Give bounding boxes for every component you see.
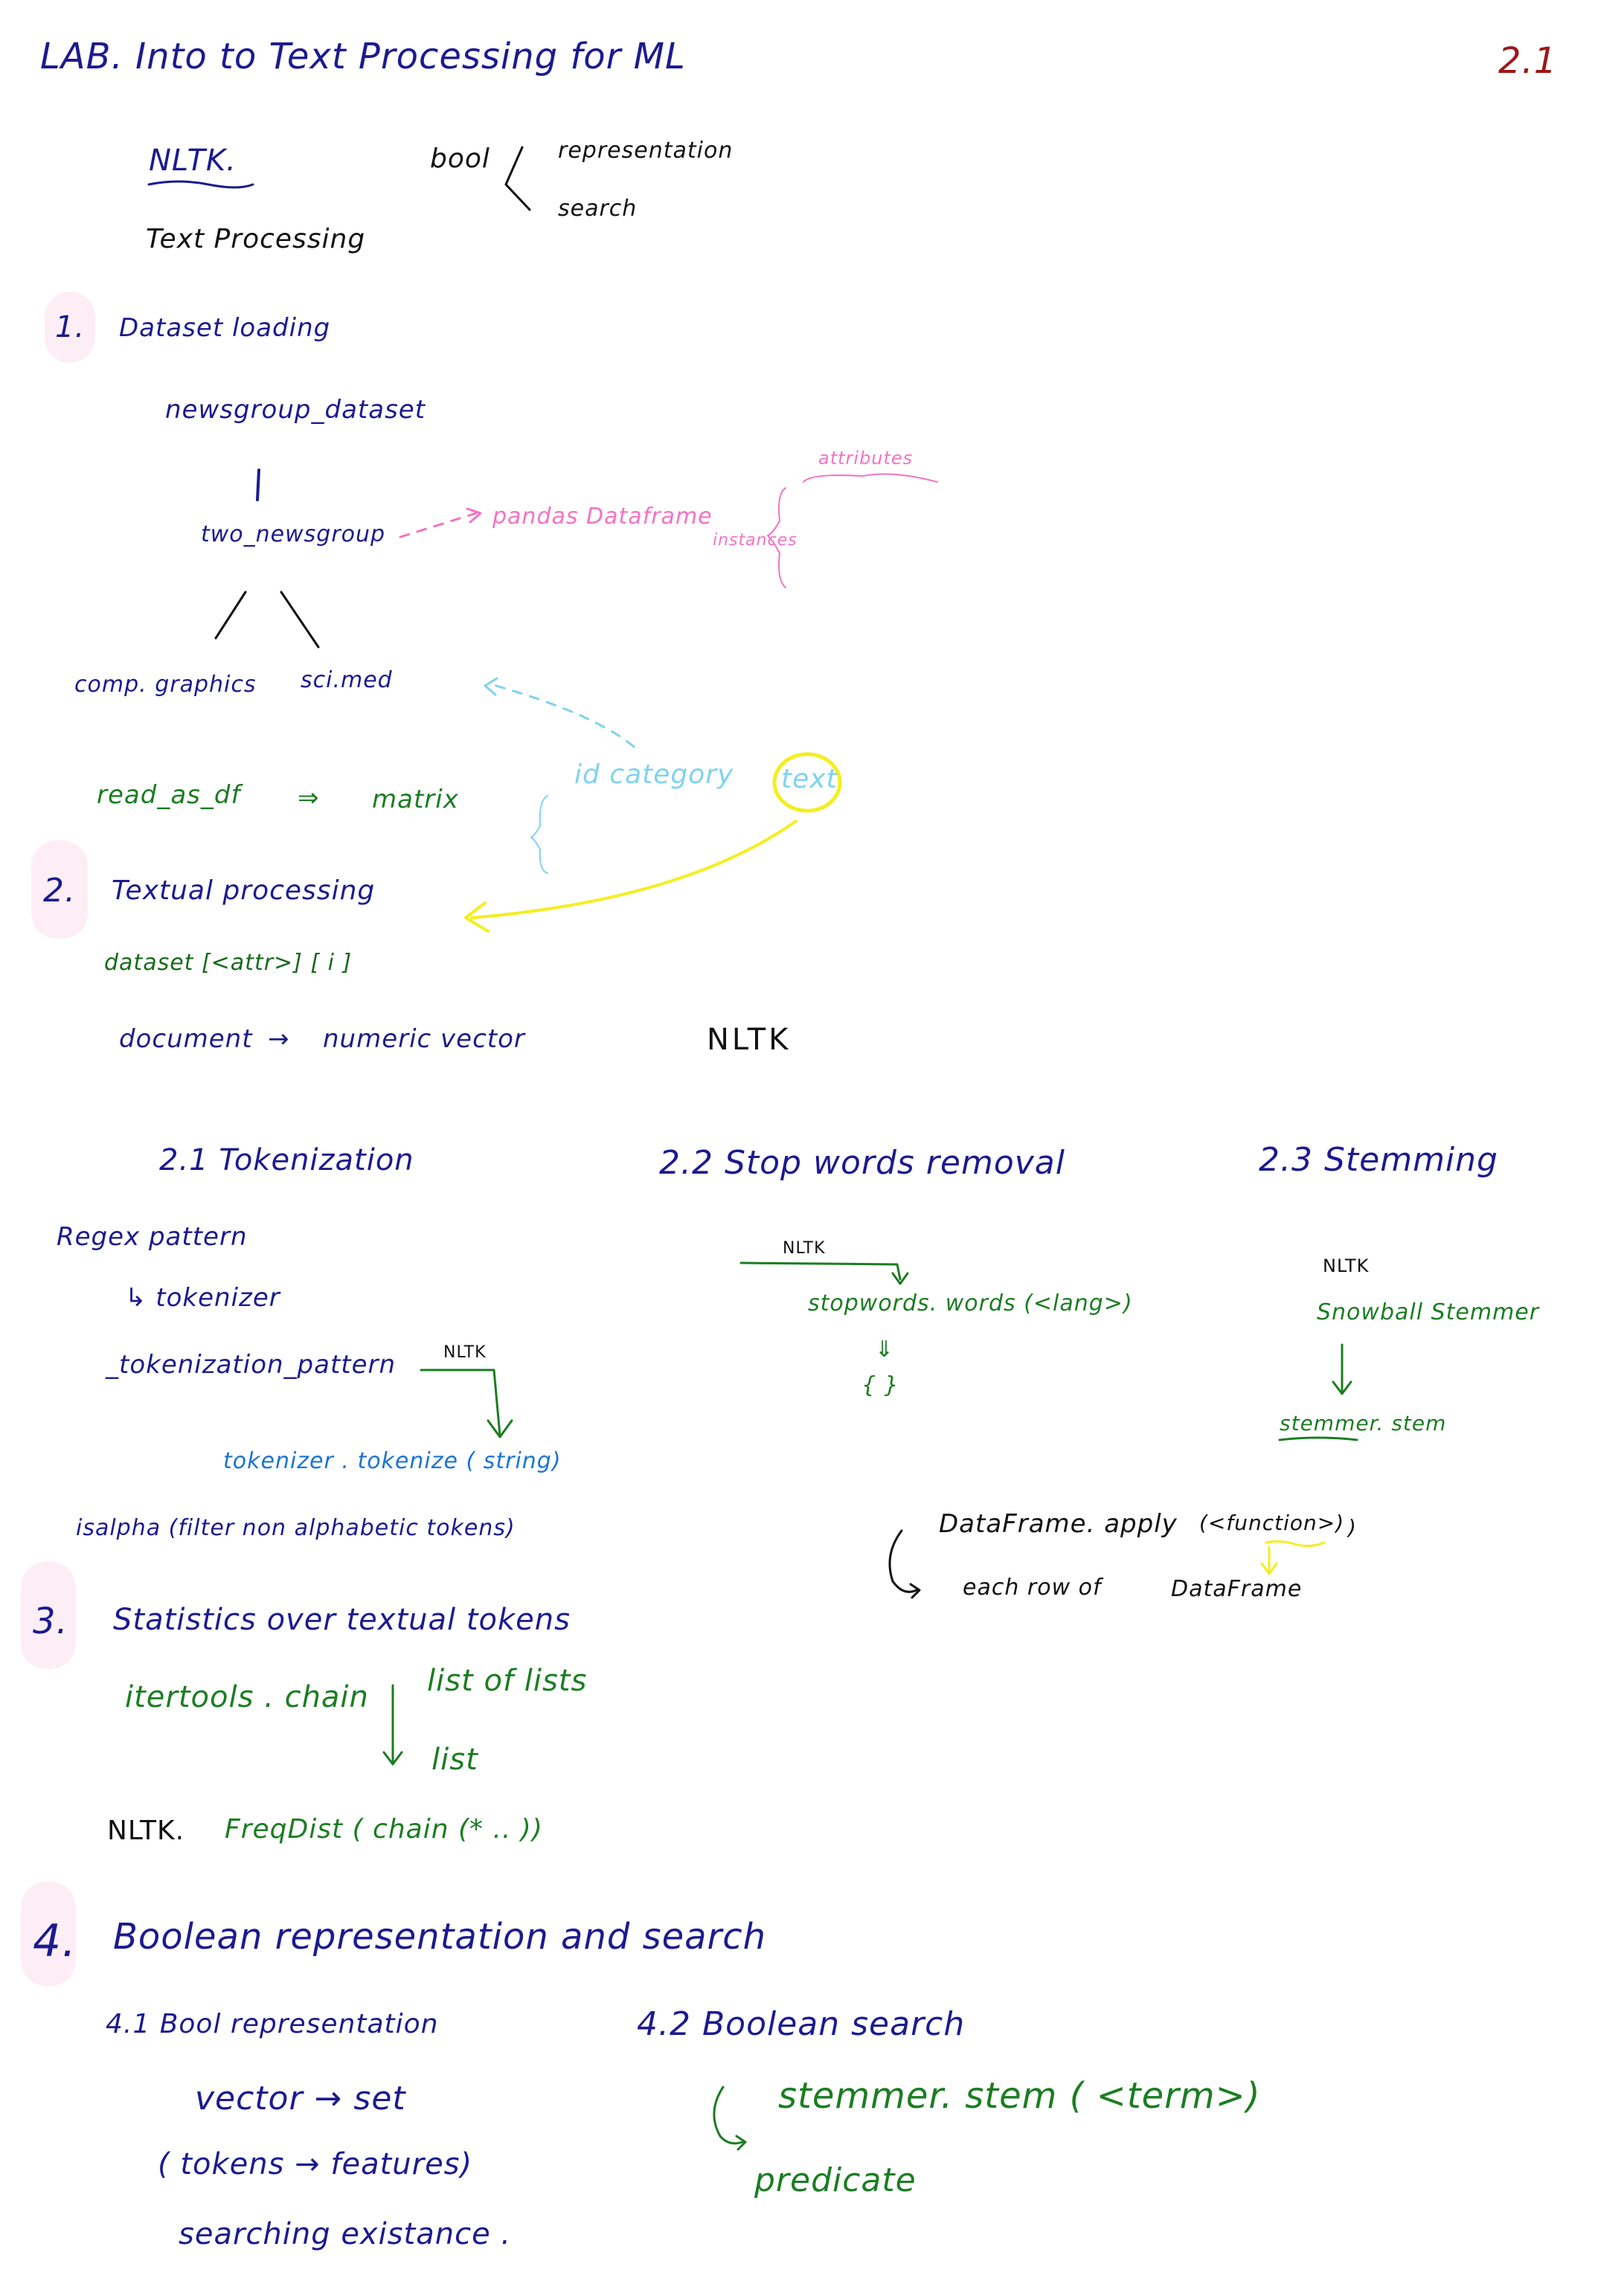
searching-existance: searching existance .: [179, 2217, 512, 2251]
category-arrowhead: [484, 677, 498, 696]
tokenization-pattern: _tokenization_pattern: [106, 1350, 397, 1380]
section-3-badge: [21, 1562, 76, 1669]
section-1-badge: [45, 292, 95, 363]
tree-left-branch: [214, 591, 247, 640]
stopwords-set: { }: [861, 1372, 899, 1398]
section-4-title: Boolean representation and search: [113, 1916, 767, 1958]
stopwords-nltk: NLTK: [783, 1239, 826, 1258]
intro-bool: bool: [430, 144, 490, 174]
nltk-to-tokenize-arrow: [420, 1369, 501, 1437]
tokens-to-features: ( tokens → features): [158, 2147, 473, 2181]
instances-label: instances: [713, 531, 797, 550]
text-to-processing-arrow: [470, 820, 797, 919]
stem-underline: [1278, 1436, 1358, 1441]
stopwords-arrow: ⇓: [875, 1337, 895, 1363]
section-3-title: Statistics over textual tokens: [113, 1603, 571, 1637]
read-as-df: read_as_df: [97, 780, 241, 810]
tokenization-title: 2.1 Tokenization: [159, 1143, 414, 1177]
document-arrow: →: [268, 1024, 290, 1054]
tokenize-call: tokenizer . tokenize ( string): [223, 1448, 562, 1474]
section-1-number: 1.: [55, 310, 86, 344]
predicate-hook-arrow: [713, 2086, 744, 2145]
stemmer-stem-term: stemmer. stem ( <term>): [778, 2075, 1261, 2117]
predicate-arrowhead: [735, 2135, 747, 2151]
category-sci-med: sci.med: [301, 667, 393, 693]
page-title: LAB. Into to Text Processing for ML: [40, 36, 686, 77]
itertools-chain: itertools . chain: [125, 1680, 369, 1714]
dataframe-columns: id category: [574, 759, 734, 790]
section-2-number: 2.: [43, 872, 76, 910]
attributes-label: attributes: [818, 448, 914, 469]
pandas-arrowhead: [466, 507, 482, 524]
document-label: document: [119, 1024, 253, 1054]
stemmer-stem: stemmer. stem: [1280, 1411, 1447, 1435]
list-of-lists: list of lists: [427, 1664, 588, 1698]
two-newsgroup: two_newsgroup: [201, 521, 386, 547]
freqdist-nltk: NLTK.: [107, 1816, 185, 1846]
vector-to-set: vector → set: [195, 2080, 406, 2117]
intro-bool-representation: representation: [558, 138, 734, 164]
section-4-number: 4.: [33, 1915, 77, 1967]
columns-brace: [530, 795, 548, 874]
function-underline: [1265, 1540, 1326, 1548]
dataset-access: dataset [<attr>] [ i ]: [104, 950, 353, 976]
stemming-title: 2.3 Stemming: [1259, 1141, 1498, 1179]
intro-nltk: NLTK.: [149, 144, 237, 178]
each-row-of: each row of: [963, 1575, 1102, 1601]
stopwords-arrowhead: [891, 1272, 909, 1285]
function-arrowhead: [1260, 1562, 1278, 1575]
stemming-nltk: NLTK: [1323, 1255, 1370, 1276]
dataframe-apply: DataFrame. apply: [939, 1509, 1178, 1539]
numeric-vector: numeric vector: [323, 1024, 525, 1054]
stem-arrowhead: [1332, 1380, 1352, 1395]
category-comp-graphics: comp. graphics: [74, 672, 257, 698]
nltk-label: NLTK: [707, 1023, 792, 1057]
bool-bracket: [504, 146, 531, 211]
chain-arrowhead: [382, 1751, 403, 1766]
section-4-badge: [21, 1882, 76, 1986]
stopwords-words: stopwords. words (<lang>): [808, 1290, 1133, 1316]
isalpha-filter: isalpha (filter non alphabetic tokens): [76, 1515, 516, 1541]
dataframe-apply-args: (<function>): [1199, 1511, 1345, 1535]
stopwords-title: 2.2 Stop words removal: [659, 1144, 1065, 1182]
tokenize-nltk: NLTK: [443, 1343, 487, 1362]
boolean-search-title: 4.2 Boolean search: [637, 2005, 966, 2043]
text-highlight-circle: [772, 752, 842, 813]
predicate-label: predicate: [754, 2161, 917, 2199]
snowball-stemmer: Snowball Stemmer: [1317, 1299, 1540, 1325]
text-column: text: [781, 764, 838, 794]
bool-representation-title: 4.1 Bool representation: [106, 2009, 439, 2039]
section-2-badge: [31, 840, 88, 939]
pandas-dataframe: pandas Dataframe: [492, 504, 713, 530]
nltk-to-stopwords-arrow: [739, 1261, 902, 1281]
dataset-connector: [256, 469, 260, 501]
instances-brace: [767, 487, 786, 588]
page-number: 2.1: [1498, 40, 1558, 82]
flat-list: list: [431, 1743, 478, 1777]
intro-text-processing: Text Processing: [146, 224, 366, 254]
matrix-label: matrix: [372, 785, 459, 814]
section-2-title: Textual processing: [112, 875, 376, 906]
tokenize-arrowhead: [487, 1419, 513, 1438]
section-1-title: Dataset loading: [119, 313, 331, 343]
tree-right-branch: [280, 591, 320, 649]
freqdist-call: FreqDist ( chain (* .. )): [225, 1814, 543, 1845]
intro-bool-search: search: [558, 196, 638, 222]
dataset-name: newsgroup_dataset: [165, 395, 426, 425]
regex-pattern: Regex pattern: [57, 1222, 248, 1252]
text-to-processing-arrowhead: [464, 901, 490, 933]
row-dataframe: DataFrame: [1171, 1576, 1303, 1602]
apply-hook-arrow: [888, 1529, 918, 1593]
nltk-underline: [147, 180, 254, 189]
pandas-arrow: [399, 512, 478, 538]
category-arrow: [490, 683, 635, 748]
attributes-brace: [803, 473, 938, 483]
apply-arrowhead: [909, 1583, 921, 1599]
dataframe-apply-close: ): [1348, 1515, 1357, 1540]
read-arrow: ⇒: [298, 783, 320, 813]
section-3-number: 3.: [33, 1601, 68, 1642]
tokenizer-label: ↳ tokenizer: [125, 1283, 280, 1313]
